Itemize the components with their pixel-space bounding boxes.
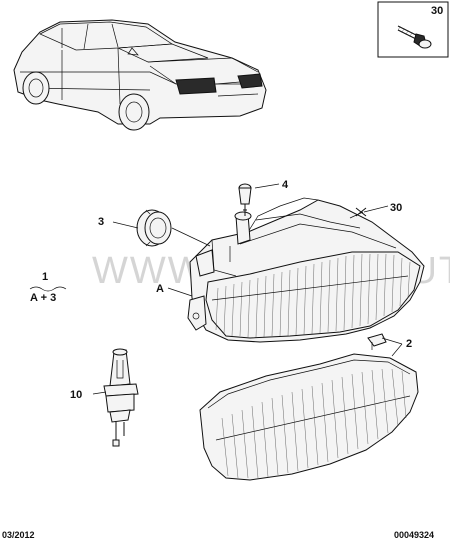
callout-1: 1 <box>42 271 48 283</box>
screw-icon <box>397 25 432 49</box>
headlamp-lens-part <box>199 333 419 481</box>
footer-date: 03/2012 <box>2 530 35 540</box>
inset-ref-label: 30 <box>431 5 443 17</box>
bulb-holder-part <box>238 183 252 216</box>
callout-30: 30 <box>390 202 402 214</box>
callout-2: 2 <box>406 338 412 350</box>
callout-3: 3 <box>98 216 104 228</box>
headlamp-assembly <box>187 197 425 343</box>
h1-bulb-part <box>103 348 139 447</box>
callout-4: 4 <box>282 179 289 191</box>
callout-A: A <box>156 283 164 295</box>
rubber-cap-part <box>136 209 172 247</box>
car-illustration <box>13 19 267 131</box>
footer-code: 00049324 <box>394 530 434 540</box>
callout-1-sub: A + 3 <box>30 292 56 304</box>
inset-screw-panel: 30 <box>377 1 449 58</box>
x-marker-icon <box>355 207 367 217</box>
callout-10: 10 <box>70 389 82 401</box>
callout-group-1: 1 A + 3 <box>29 271 67 304</box>
